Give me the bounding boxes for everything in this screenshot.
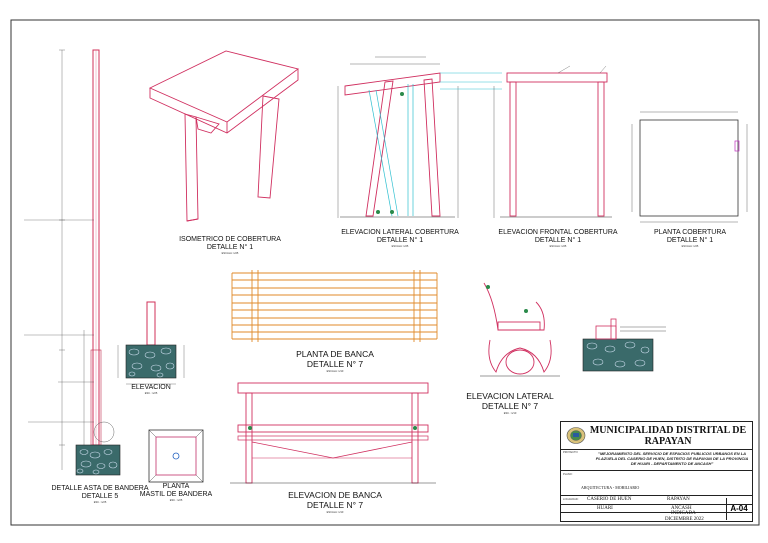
title-block-header: MUNICIPALIDAD DISTRITAL DE RAPAYAN — [561, 422, 752, 450]
municipality-name: MUNICIPALIDAD DISTRITAL DE RAPAYAN — [589, 425, 747, 447]
tb-key-localidad: LOCALIDAD: — [563, 498, 579, 501]
planta-cob-drawing — [631, 111, 748, 223]
tb-key-plan: PLANO: — [563, 473, 573, 476]
label-planta-banca: PLANTA DE BANCA DETALLE N° 7 ESCALA: 1/1… — [296, 349, 374, 373]
sheet-number-box: A-04 — [726, 498, 751, 520]
planta-mastil-drawing — [148, 429, 204, 483]
tb-row-region: HUARI ANCASH — [561, 505, 752, 513]
label-flagpole: DETALLE ASTA DE BANDERA DETALLE 5 ESC.: … — [51, 485, 149, 505]
elev-lateral-banca-drawing — [480, 282, 560, 377]
sheet-number: A-04 — [730, 504, 748, 513]
localidad: CASERIO DE HUEN — [587, 497, 632, 502]
tb-row-plan: PLANO: ARQUITECTURA - MOBILIARIO — [561, 471, 752, 496]
title-block: MUNICIPALIDAD DISTRITAL DE RAPAYAN PROYE… — [560, 421, 753, 522]
label-elev-frontal-cob: ELEVACION FRONTAL COBERTURA DETALLE N° 1… — [498, 229, 618, 249]
label-isometrico: ISOMETRICO DE COBERTURA DETALLE N° 1 ESC… — [179, 236, 281, 256]
label-elevacion-small: ELEVACION ESC.: 1/25 — [131, 384, 171, 396]
distrito: RAPAYAN — [667, 497, 690, 502]
tb-row-scale-date: INDICADA DICIEMBRE 2022 — [561, 511, 752, 522]
municipality-seal-icon — [566, 427, 586, 444]
tb-row-location: LOCALIDAD: CASERIO DE HUEN RAPAYAN — [561, 496, 752, 505]
sheet-border — [10, 19, 760, 526]
plan-name: ARQUITECTURA - MOBILIARIO — [581, 485, 640, 490]
label-planta-cob: PLANTA COBERTURA DETALLE N° 1 ESCALA: 1/… — [653, 229, 727, 249]
tb-row-project: PROYECTO: "MEJORAMIENTO DEL SERVICIO DE … — [561, 449, 752, 471]
elev-lateral-cob-drawing — [337, 56, 502, 218]
flagpole-drawing — [24, 49, 121, 476]
label-planta-mastil: PLANTA MASTIL DE BANDERA ESC.: 1/25 — [139, 483, 213, 503]
planta-banca-drawing — [231, 270, 438, 342]
label-elev-lateral-banca: ELEVACION LATERAL DETALLE N° 7 ESC.: 1/1… — [466, 391, 554, 415]
escala: INDICADA — [671, 511, 696, 516]
isometrico-drawing — [148, 50, 300, 222]
provincia: HUARI — [597, 506, 613, 511]
elevacion-base-drawing — [117, 301, 185, 385]
fecha: DICIEMBRE 2022 — [665, 517, 704, 522]
project-name: "MEJORAMIENTO DEL SERVICIO DE ESPACIOS P… — [595, 451, 749, 466]
zapata-banca-drawing — [582, 318, 666, 372]
tb-key-project: PROYECTO: — [563, 451, 579, 454]
label-elev-lateral-cob: ELEVACION LATERAL COBERTURA DETALLE N° 1… — [341, 229, 459, 249]
elev-frontal-cob-drawing — [493, 65, 612, 218]
label-elev-banca: ELEVACION DE BANCA DETALLE N° 7 ESCALA: … — [288, 490, 382, 514]
region: ANCASH — [671, 506, 692, 511]
elev-banca-drawing — [230, 382, 436, 484]
